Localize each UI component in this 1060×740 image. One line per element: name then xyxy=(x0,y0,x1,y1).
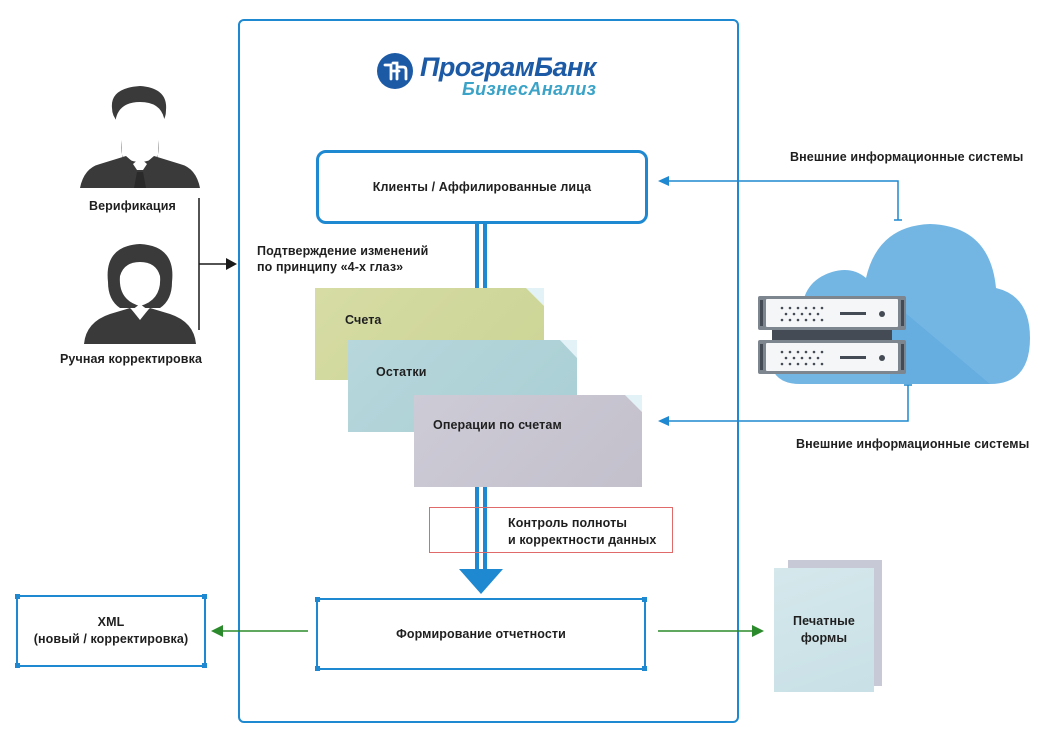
flow-line-left-2 xyxy=(475,487,479,569)
external-systems-top-label: Внешние информационные системы xyxy=(790,150,1024,164)
four-eyes-line-1: Подтверждение изменений xyxy=(257,244,429,258)
sheet-operations-label: Операции по счетам xyxy=(433,418,562,432)
print-forms-line-2: формы xyxy=(800,631,848,645)
xml-output-label: XML (новый / корректировка) xyxy=(34,614,188,648)
cloud-server-icon xyxy=(758,224,1030,384)
male-user-icon xyxy=(80,86,200,188)
flow-line-right-1 xyxy=(483,221,487,289)
print-forms-label: Печатные формы xyxy=(793,613,855,647)
external-bottom-connector xyxy=(668,385,909,422)
logo-title: ПрограмБанк xyxy=(420,52,596,82)
clients-node[interactable]: Клиенты / Аффилированные лица xyxy=(316,150,648,224)
server-unit-1 xyxy=(758,296,906,330)
external-systems-bottom-label: Внешние информационные системы xyxy=(796,437,1030,451)
data-check-line-1: Контроль полноты xyxy=(508,516,628,530)
external-bottom-arrow-head xyxy=(658,416,669,426)
xml-output-line-2: (новый / корректировка) xyxy=(33,632,189,646)
print-forms-line-1: Печатные xyxy=(793,614,855,628)
clients-node-label: Клиенты / Аффилированные лица xyxy=(372,180,592,194)
four-eyes-line-2: по принципу «4-х глаз» xyxy=(257,260,404,274)
xml-output-arrow-head xyxy=(211,625,223,637)
system-frame xyxy=(238,19,739,723)
sheet-balances-label: Остатки xyxy=(376,365,427,379)
reporting-node[interactable]: Формирование отчетности xyxy=(315,597,647,671)
print-output-arrow-head xyxy=(752,625,764,637)
reporting-node-label: Формирование отчетности xyxy=(396,627,566,641)
flow-line-right-2 xyxy=(483,487,487,569)
print-forms-node[interactable]: Печатные формы xyxy=(774,568,874,692)
flow-arrow-head xyxy=(459,569,503,594)
logo-subtitle: БизнесАнализ xyxy=(462,79,597,99)
external-top-arrow-head xyxy=(658,176,669,186)
data-check-label: Контроль полноты и корректности данных xyxy=(508,515,656,549)
sheet-accounts-label: Счета xyxy=(345,313,382,327)
xml-output-line-1: XML xyxy=(97,615,125,629)
four-eyes-note: Подтверждение изменений по принципу «4-х… xyxy=(257,243,428,275)
data-check-line-2: и корректности данных xyxy=(508,533,657,547)
female-user-icon xyxy=(84,244,196,344)
actor-label-verification: Верификация xyxy=(89,199,176,213)
flow-line-left-1 xyxy=(475,221,479,289)
actor-label-manual-correction: Ручная корректировка xyxy=(60,352,202,366)
actors-arrow-head xyxy=(226,258,237,270)
sheet-operations[interactable]: Операции по счетам xyxy=(414,395,642,487)
logo-emblem-icon xyxy=(377,53,413,89)
xml-output-node[interactable]: XML (новый / корректировка) xyxy=(15,594,207,668)
external-top-connector xyxy=(668,180,899,220)
server-unit-2 xyxy=(758,340,906,374)
logo: ПрограмБанк БизнесАнализ xyxy=(376,50,616,106)
data-check-node[interactable]: Контроль полноты и корректности данных xyxy=(429,507,673,553)
